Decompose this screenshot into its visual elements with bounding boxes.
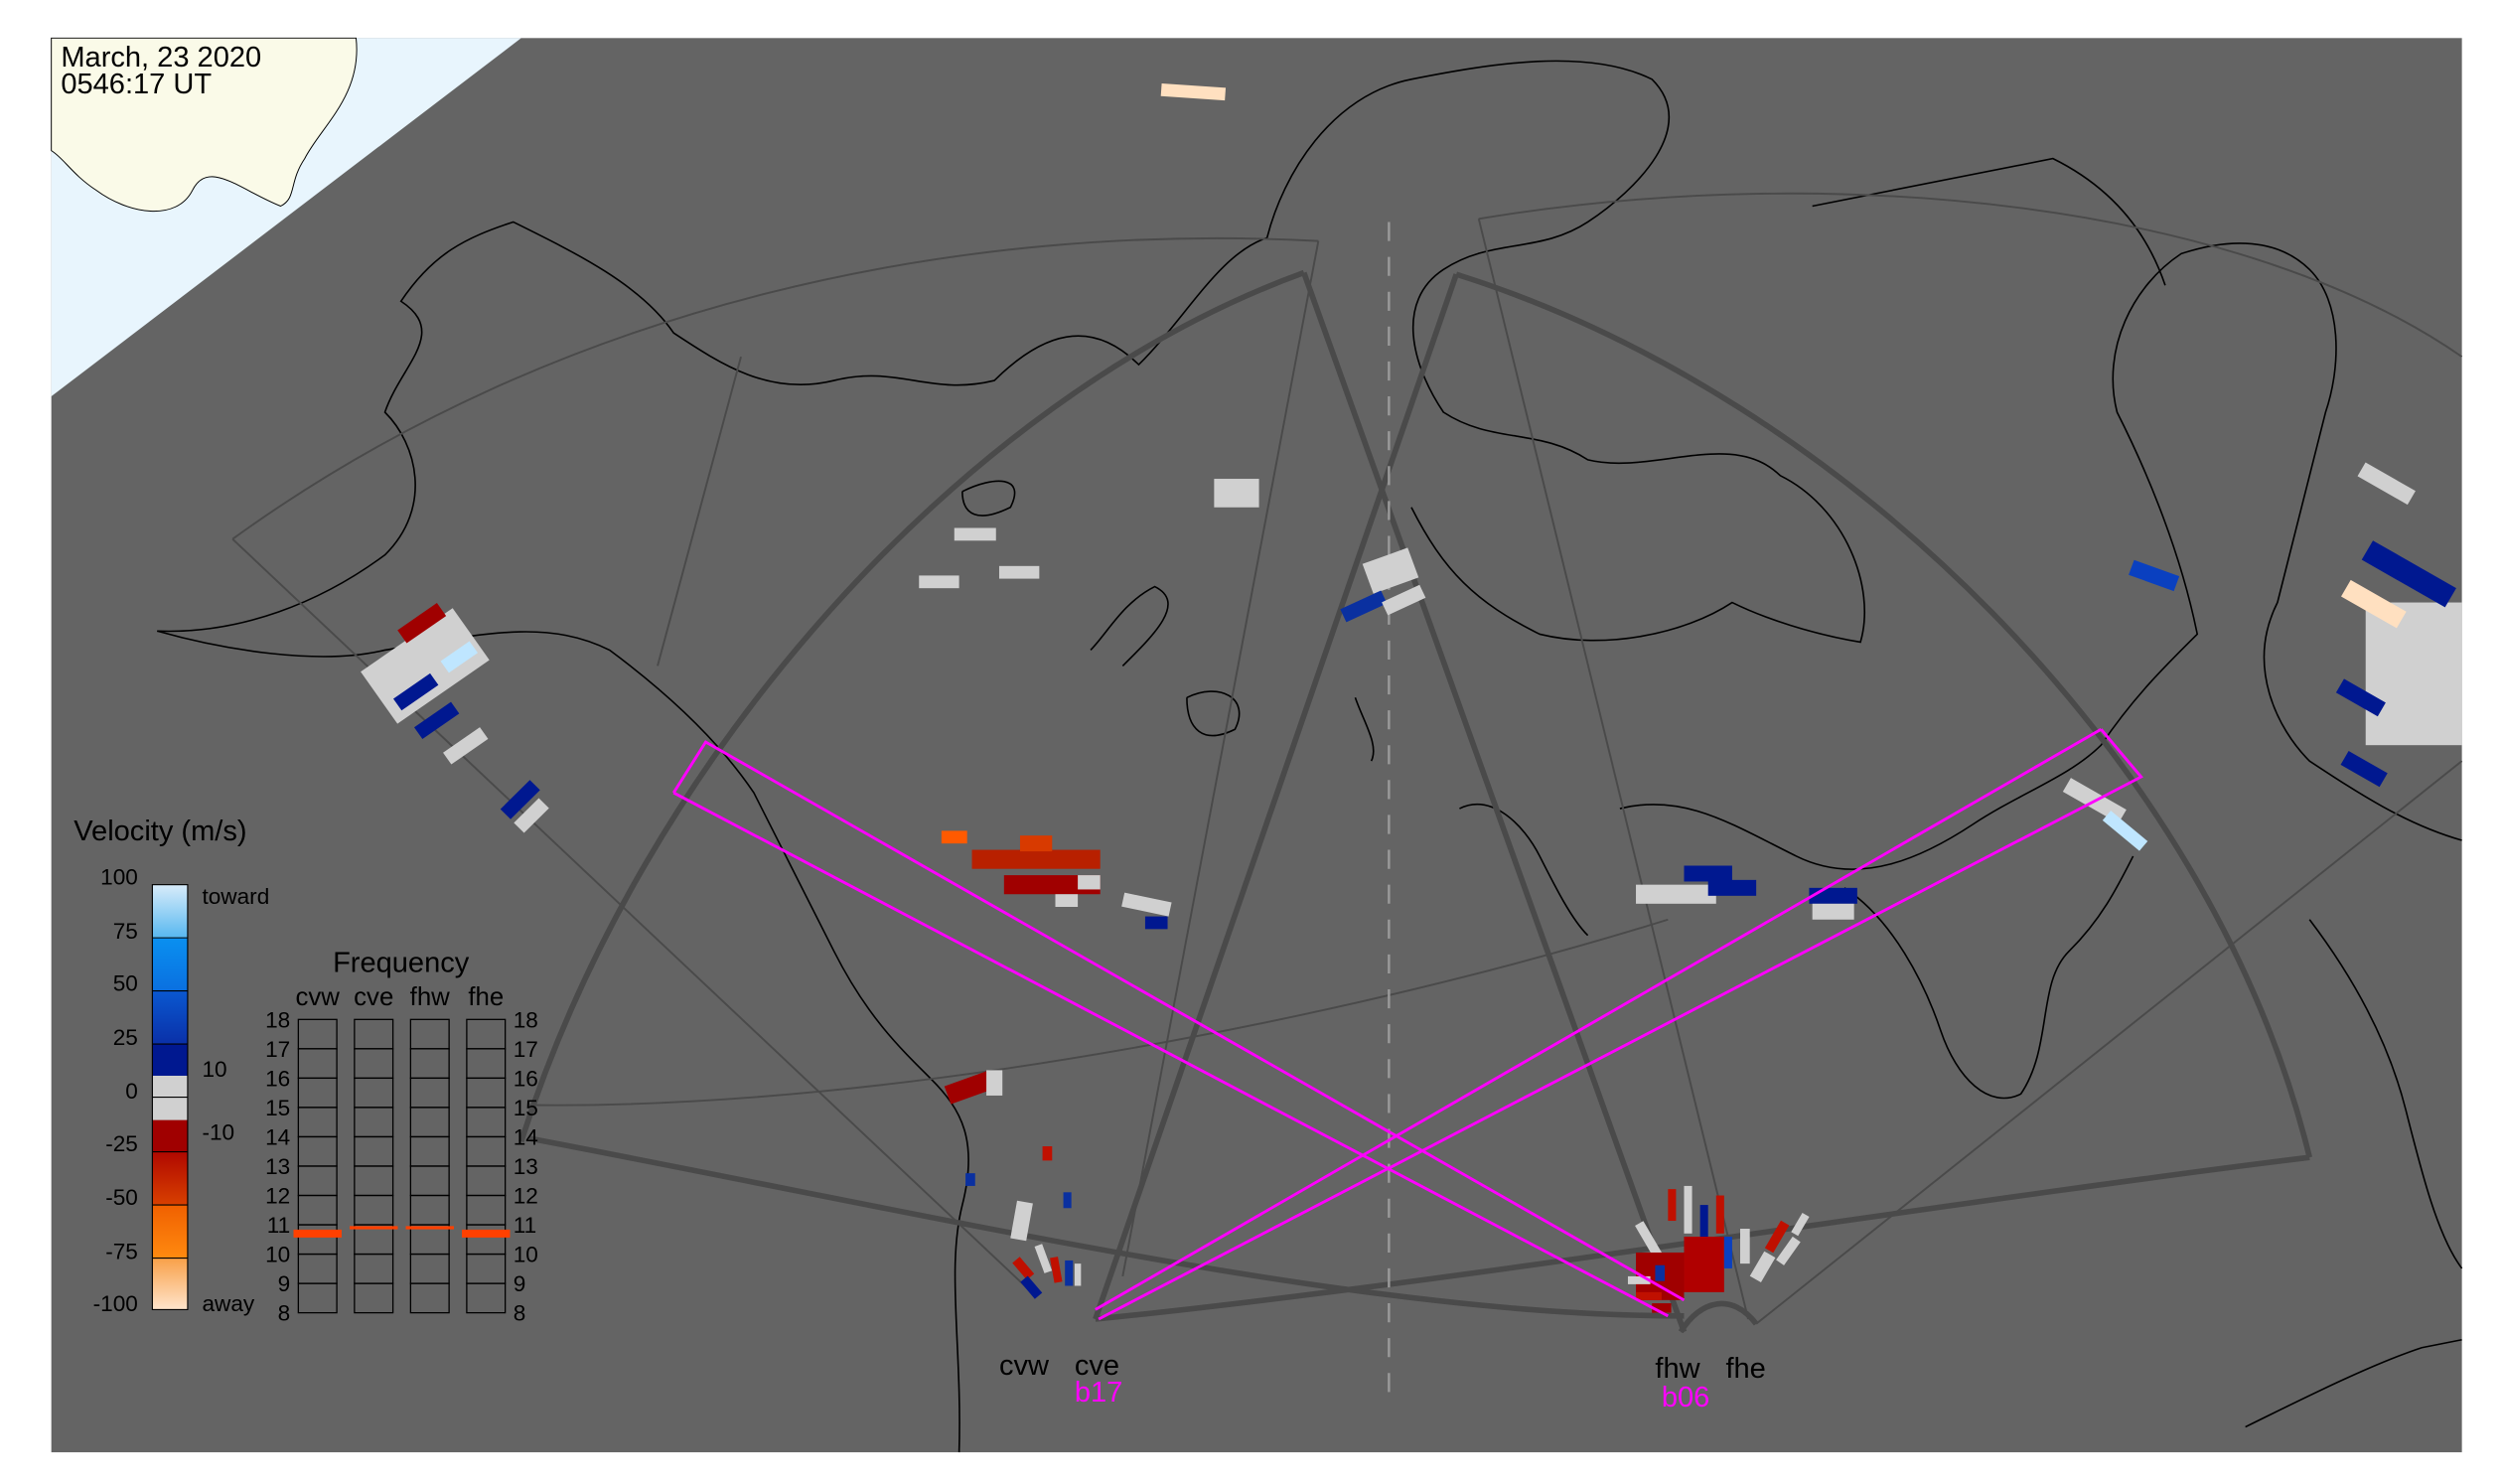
threshold-pos-label: 10: [202, 1057, 226, 1082]
frequency-cell: [354, 1018, 394, 1050]
beam-label-b06: b06: [1662, 1382, 1709, 1413]
frequency-tick: 15: [265, 1096, 290, 1120]
frequency-marker-fhw: [405, 1226, 454, 1230]
frequency-column-label: cve: [354, 983, 393, 1011]
frequency-tick: 9: [514, 1271, 526, 1296]
toward-label: toward: [202, 884, 269, 909]
frequency-tick: 11: [514, 1213, 536, 1238]
frequency-marker-fhe: [462, 1229, 511, 1238]
frequency-tick: 12: [265, 1184, 290, 1209]
frequency-legend-title: Frequency: [333, 948, 470, 979]
beam-outlines: [671, 727, 2143, 1321]
beam-b06: [1095, 727, 2143, 1321]
coastlines: [157, 60, 2463, 1453]
velocity-tick: 100: [100, 865, 138, 890]
away-label: away: [202, 1291, 255, 1316]
radar-label-cve: cve: [1075, 1350, 1119, 1382]
frequency-column-label: fhe: [468, 983, 504, 1011]
frequency-tick: 8: [514, 1301, 526, 1326]
frequency-legend: Frequency cvw cve fhw fhe 18 18 17 17 16 16 15…: [265, 948, 538, 1326]
frequency-tick: 14: [514, 1125, 538, 1150]
frequency-tick: 12: [514, 1184, 538, 1209]
beam-label-b17: b17: [1075, 1377, 1122, 1409]
velocity-tick: -25: [105, 1131, 138, 1156]
date-label: March, 23 2020: [61, 42, 261, 74]
velocity-tick: 50: [113, 971, 138, 996]
velocity-tick: 0: [125, 1079, 138, 1104]
velocity-tick: -75: [105, 1239, 138, 1263]
frequency-tick: 10: [514, 1243, 538, 1267]
frequency-cell: [297, 1018, 338, 1050]
frequency-tick: 17: [514, 1037, 538, 1062]
frequency-cell: [466, 1018, 507, 1050]
radar-label-fhw: fhw: [1655, 1353, 1699, 1385]
frequency-marker-cvw: [293, 1229, 342, 1238]
frequency-tick: 18: [514, 1007, 538, 1032]
velocity-tick: -50: [105, 1185, 138, 1210]
frequency-tick: 16: [514, 1066, 538, 1091]
frequency-column-label: fhw: [410, 983, 451, 1011]
velocity-tick: 75: [113, 919, 138, 944]
velocity-legend: Velocity (m/s) 100 75 50 25 0 -25 -50 -7…: [74, 816, 269, 1316]
frequency-tick: 11: [267, 1213, 290, 1238]
frequency-tick: 15: [514, 1096, 538, 1120]
frequency-tick: 14: [265, 1125, 290, 1150]
frequency-marker-cve: [350, 1226, 398, 1230]
beam-b17: [671, 740, 1686, 1318]
frequency-tick: 18: [265, 1007, 290, 1032]
frequency-tick: 13: [514, 1154, 538, 1179]
fields-of-view: [231, 192, 2463, 1396]
radar-label-cvw: cvw: [999, 1350, 1049, 1382]
velocity-cells: [361, 82, 2462, 1313]
frequency-tick: 10: [265, 1243, 290, 1267]
velocity-tick: 25: [113, 1025, 138, 1050]
polar-land: [51, 37, 358, 212]
velocity-tick: -100: [93, 1291, 138, 1316]
velocity-legend-title: Velocity (m/s): [74, 816, 246, 847]
radar-label-fhe: fhe: [1725, 1353, 1765, 1385]
frequency-column-label: cvw: [295, 983, 340, 1011]
frequency-tick: 17: [265, 1037, 290, 1062]
frequency-tick: 13: [265, 1154, 290, 1179]
frequency-tick: 8: [278, 1301, 291, 1326]
time-label: 0546:17 UT: [61, 69, 212, 100]
frequency-tick: 16: [265, 1066, 290, 1091]
frequency-tick: 9: [278, 1271, 291, 1296]
threshold-neg-label: -10: [202, 1120, 234, 1145]
frequency-cell: [409, 1018, 450, 1050]
